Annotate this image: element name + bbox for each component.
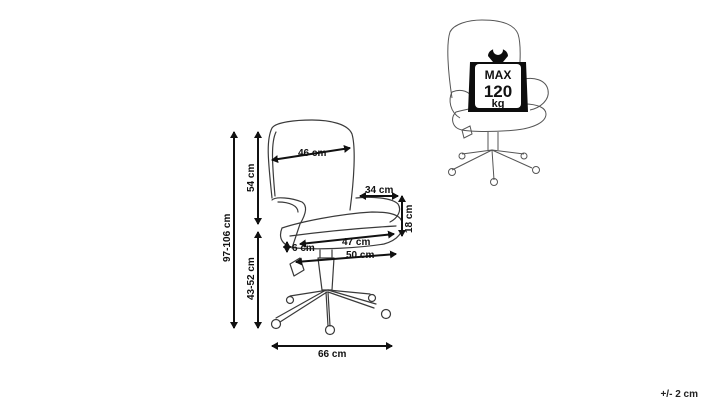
armrest-height-label: 18 cm: [404, 205, 415, 233]
backrest-height-label: 54 cm: [246, 164, 257, 192]
armrest-depth-label: 34 cm: [365, 185, 393, 196]
max-load-label: MAX: [485, 68, 512, 82]
seat-depth-label: 47 cm: [342, 237, 370, 248]
dimension-lines: [230, 131, 406, 350]
max-load-value: 120: [484, 82, 512, 101]
base-width-label: 66 cm: [318, 349, 346, 360]
max-load-unit: kg: [492, 98, 505, 110]
tolerance-note: +/- 2 cm: [660, 389, 698, 400]
main-chair-drawing: [267, 119, 403, 336]
armrest-offset-label: 6 cm: [292, 243, 315, 254]
backrest-width-label: 46 cm: [298, 148, 326, 159]
seat-width-label: 50 cm: [346, 250, 374, 261]
seat-height-label: 43-52 cm: [246, 257, 257, 300]
total-height-label: 97-106 cm: [222, 214, 233, 262]
max-load-weight-icon: [468, 45, 528, 112]
